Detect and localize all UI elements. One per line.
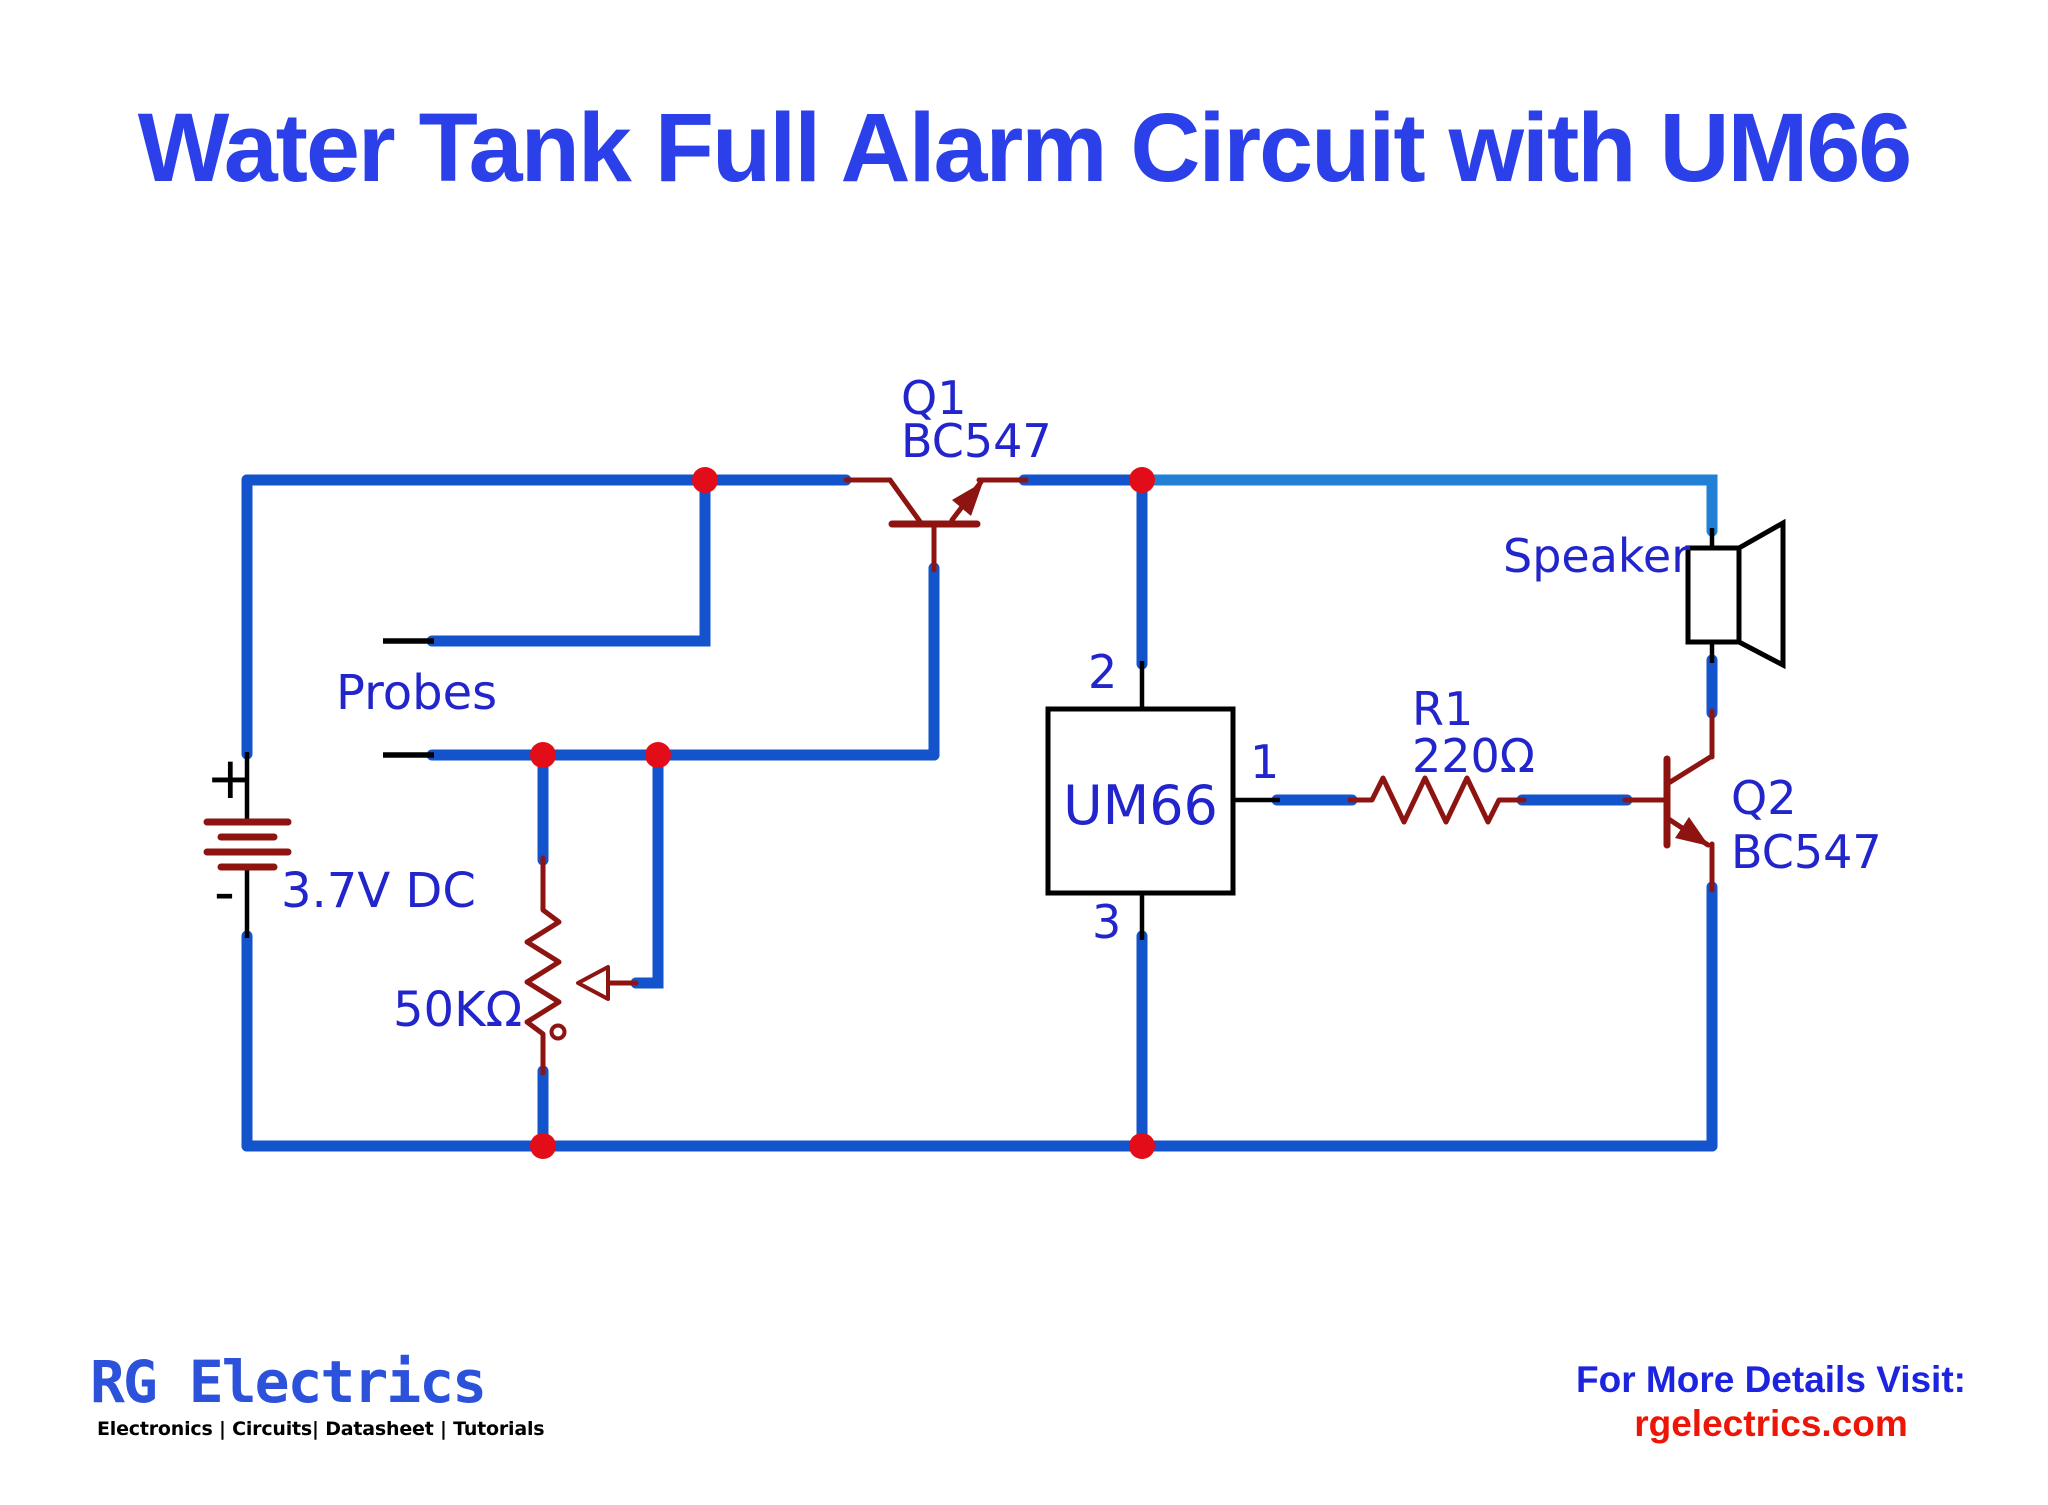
wire-probe-upper bbox=[426, 474, 711, 647]
q2-collector-slant bbox=[1664, 753, 1715, 787]
visit-url: rgelectrics.com bbox=[1634, 1403, 1908, 1445]
pot-resistor-zigzag bbox=[524, 855, 562, 1076]
q1-collector-slant bbox=[887, 477, 924, 526]
um66-pin1-label: 1 bbox=[1250, 735, 1280, 789]
r1-value-label: 220Ω bbox=[1412, 729, 1535, 783]
q2-emitter-arrow bbox=[1675, 817, 1709, 846]
q1-emitter-arrow bbox=[952, 482, 983, 516]
um66-pin2-label: 2 bbox=[1088, 645, 1118, 699]
junction-dot bbox=[692, 467, 718, 493]
r1-ref-label: R1 bbox=[1412, 682, 1474, 736]
battery-plus-label: + bbox=[206, 744, 255, 812]
junction-dot bbox=[645, 742, 671, 768]
q1-transistor bbox=[843, 477, 1029, 573]
speaker-horn bbox=[1736, 518, 1786, 670]
visit-title: For More Details Visit: bbox=[1576, 1359, 1966, 1400]
junction-dot bbox=[530, 742, 556, 768]
um66-ic bbox=[1045, 661, 1280, 940]
r1-resistor-zigzag bbox=[1347, 775, 1527, 825]
q1-ref-label: Q1 bbox=[901, 371, 967, 425]
junction-dot bbox=[530, 1133, 556, 1159]
battery-symbol bbox=[203, 752, 292, 938]
pot-value-label: 50KΩ bbox=[393, 982, 523, 1038]
junction-dots bbox=[530, 467, 1155, 1159]
logo-tagline: Electronics | Circuits| Datasheet | Tuto… bbox=[97, 1418, 545, 1440]
speaker-label: Speaker bbox=[1503, 529, 1691, 583]
battery-value-label: 3.7V DC bbox=[281, 863, 476, 919]
speaker-body bbox=[1685, 545, 1742, 645]
q2-part-label: BC547 bbox=[1731, 825, 1882, 879]
um66-pin3-label: 3 bbox=[1092, 895, 1122, 949]
wire-pot-wiper-feed bbox=[630, 749, 664, 989]
probes-label: Probes bbox=[336, 665, 498, 721]
pot-terminal-dot bbox=[549, 1023, 567, 1041]
pot-wiper-arrow bbox=[576, 965, 610, 1001]
wiring-blue bbox=[241, 474, 1718, 1152]
um66-name-label: UM66 bbox=[1063, 774, 1218, 837]
footer-visit-note: For More Details Visit: rgelectrics.com bbox=[1555, 1358, 1987, 1447]
junction-dot bbox=[1129, 467, 1155, 493]
wire-node-to-speaker bbox=[1136, 474, 1718, 537]
q2-transistor bbox=[1622, 708, 1715, 893]
page-title: Water Tank Full Alarm Circuit with UM66 bbox=[137, 93, 1912, 202]
q2-ref-label: Q2 bbox=[1731, 771, 1797, 825]
speaker-symbol bbox=[1685, 518, 1786, 670]
logo-text: RG Electrics bbox=[90, 1348, 487, 1416]
um66-box bbox=[1045, 706, 1236, 896]
potentiometer-symbol bbox=[524, 855, 639, 1076]
probe-tips bbox=[383, 638, 434, 758]
q1-part-label: BC547 bbox=[901, 414, 1052, 468]
battery-minus-label: - bbox=[214, 858, 235, 926]
junction-dot bbox=[1129, 1133, 1155, 1159]
